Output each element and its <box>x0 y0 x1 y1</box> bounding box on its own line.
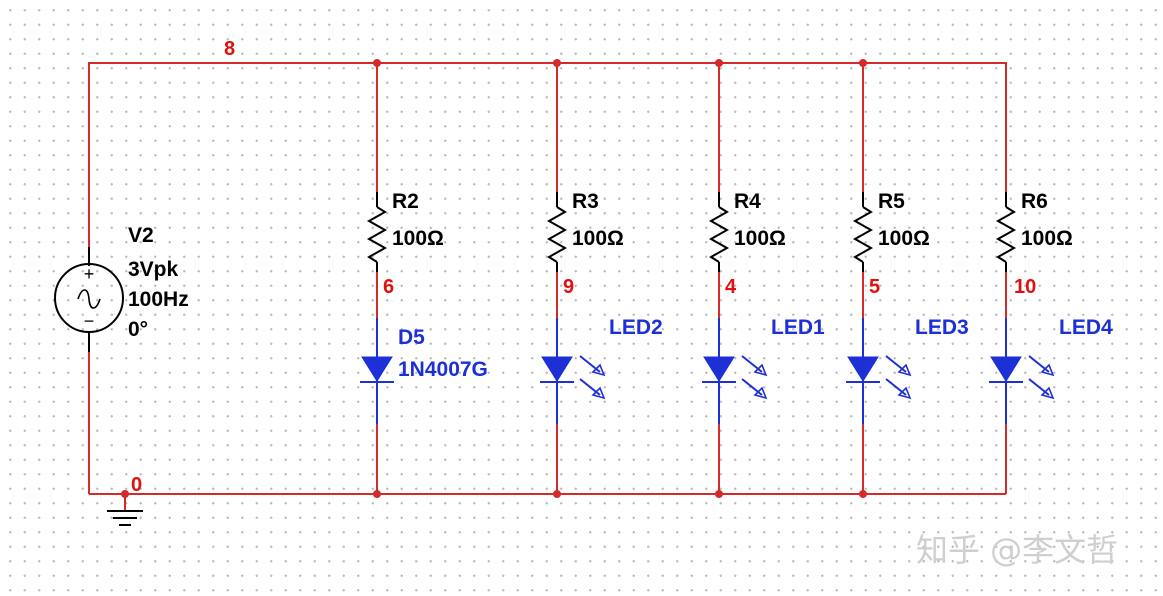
branch-r2-d5 <box>360 63 394 494</box>
wires <box>88 62 1007 510</box>
resistor-value-label: 100Ω <box>878 227 930 250</box>
led-ref-label: LED4 <box>1059 316 1113 339</box>
branch-r6-led4 <box>989 192 1055 494</box>
led4-light-arrows-icon <box>1028 355 1055 400</box>
junction-dot <box>121 490 129 498</box>
led2-symbol[interactable] <box>541 356 573 382</box>
source-minus-sign: − <box>84 311 95 331</box>
led1-light-arrows-icon <box>741 355 768 400</box>
source-ref-label: V2 <box>128 224 154 247</box>
resistor-value-label: 100Ω <box>734 227 786 250</box>
resistor-r6-zigzag[interactable] <box>995 206 1017 263</box>
resistor-r2-zigzag[interactable] <box>366 206 388 263</box>
diode-part-label: 1N4007G <box>398 358 488 381</box>
source-amplitude: 3Vpk <box>128 258 179 281</box>
source-phase: 0° <box>128 318 148 341</box>
resistor-value-label: 100Ω <box>572 227 624 250</box>
resistor-r4-zigzag[interactable] <box>708 206 730 263</box>
branch-r5-led3 <box>846 63 912 494</box>
net-label-10: 10 <box>1014 276 1036 298</box>
resistor-ref-label: R5 <box>878 190 905 213</box>
led3-symbol[interactable] <box>847 356 879 382</box>
source-frequency: 100Hz <box>128 288 189 311</box>
diode-d5-symbol[interactable] <box>361 356 393 382</box>
source-plus-sign: + <box>84 264 95 284</box>
led-ref-label: LED1 <box>771 316 825 339</box>
resistor-value-label: 100Ω <box>1021 227 1073 250</box>
net-label-6: 6 <box>383 276 394 298</box>
resistor-ref-label: R3 <box>572 190 599 213</box>
net-label-9: 9 <box>563 276 574 298</box>
diode-ref-label: D5 <box>398 326 425 349</box>
top-wire <box>88 62 1007 247</box>
resistor-r5-zigzag[interactable] <box>852 206 874 263</box>
ground-icon <box>107 510 143 526</box>
net-label-5: 5 <box>869 276 880 298</box>
branch-r4-led1 <box>702 63 768 494</box>
led-ref-label: LED2 <box>609 316 663 339</box>
watermark-text: 知乎 @李文哲 <box>916 531 1118 569</box>
led3-light-arrows-icon <box>885 355 912 400</box>
net-label-ground: 0 <box>131 474 142 496</box>
sine-wave-icon <box>77 289 101 309</box>
led2-light-arrows-icon <box>579 355 606 400</box>
resistor-ref-label: R4 <box>734 190 761 213</box>
branch-r3-led2 <box>540 63 606 494</box>
net-label-4: 4 <box>725 276 737 298</box>
ac-voltage-source[interactable]: + − <box>54 247 124 352</box>
source-circle <box>54 263 124 333</box>
resistor-value-label: 100Ω <box>392 227 444 250</box>
junctions <box>121 59 867 498</box>
resistor-ref-label: R6 <box>1021 190 1048 213</box>
net-label-top: 8 <box>224 38 235 60</box>
resistor-r3-zigzag[interactable] <box>546 206 568 263</box>
led-ref-label: LED3 <box>915 316 969 339</box>
led1-symbol[interactable] <box>703 356 735 382</box>
resistor-ref-label: R2 <box>392 190 419 213</box>
led4-symbol[interactable] <box>990 356 1022 382</box>
